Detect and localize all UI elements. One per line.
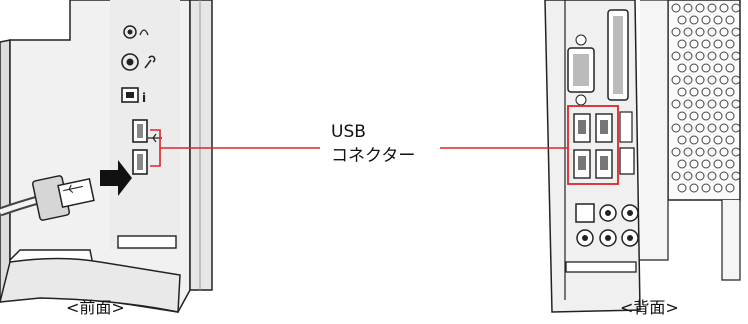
- front-view: i: [0, 0, 320, 313]
- parallel-port: [607, 9, 629, 101]
- headphone-jack: [123, 25, 149, 39]
- front-bottom-slot: [117, 235, 177, 249]
- arrow-icon: [100, 160, 132, 196]
- info-icon: i: [142, 91, 146, 105]
- firewire-port: i: [121, 87, 146, 105]
- front-base-curve: [0, 257, 181, 313]
- callout-label-usb: USB: [331, 122, 366, 142]
- back-view: [544, 0, 741, 313]
- back-usb-highlight: [567, 105, 619, 185]
- caption-back: <背面>: [620, 298, 679, 317]
- vent-grille: [671, 3, 741, 193]
- front-usb-port-lower: [132, 149, 148, 175]
- front-case-outline: [0, 39, 11, 303]
- usb-cable-plug: [0, 175, 95, 221]
- back-audio-jacks: [575, 203, 639, 247]
- microphone-icon: [144, 55, 156, 69]
- lan-port: [619, 147, 635, 175]
- front-edge-strip: [189, 0, 213, 291]
- front-usb-port-upper: [132, 119, 148, 143]
- front-callout-bracket: [150, 129, 320, 167]
- callout-label-connector: コネクター: [331, 146, 416, 166]
- vga-port: [567, 34, 595, 106]
- headphone-icon: [139, 29, 149, 36]
- caption-front: <前面>: [66, 298, 125, 317]
- microphone-jack: [121, 53, 156, 71]
